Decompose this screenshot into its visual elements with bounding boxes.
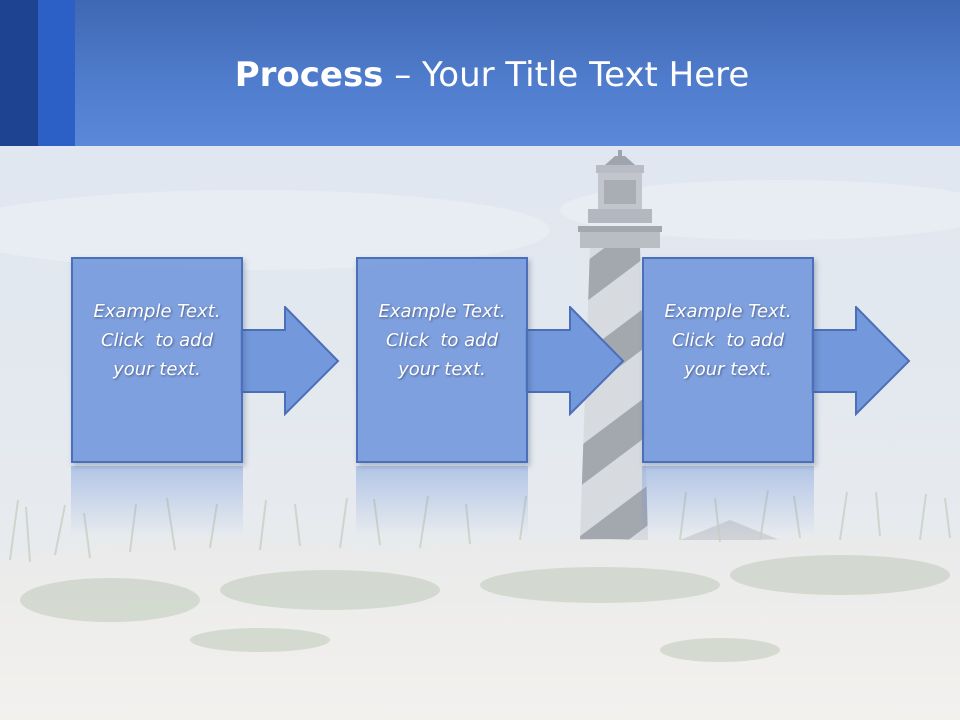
dune-grass: [9, 489, 951, 563]
step-2-reflection: [356, 466, 528, 536]
header-stripe-mid: [38, 0, 75, 146]
slide-title[interactable]: Process – Your Title Text Here: [0, 52, 960, 98]
header-stripe-dark: [0, 0, 38, 146]
step-2-box[interactable]: Example Text. Click to add your text.: [356, 257, 528, 463]
step-3-line1: Example Text.: [664, 300, 792, 322]
step-3-line2: Click to add: [671, 329, 784, 351]
title-bar: [0, 0, 960, 146]
step-3-arrow-icon: [811, 306, 911, 416]
step-1-arrow-icon: [240, 306, 340, 416]
step-1-line1: Example Text.: [93, 300, 221, 322]
slide-title-rest: – Your Title Text Here: [383, 55, 750, 95]
step-1-text: Example Text. Click to add your text.: [93, 297, 220, 384]
step-2-line1: Example Text.: [378, 300, 506, 322]
slide-title-bold: Process: [234, 55, 384, 95]
step-1-box[interactable]: Example Text. Click to add your text.: [71, 257, 243, 463]
step-3-text: Example Text. Click to add your text.: [664, 297, 791, 384]
step-1-reflection: [71, 466, 243, 536]
step-1-line3: your text.: [113, 358, 201, 380]
step-2-arrow-icon: [525, 306, 625, 416]
step-2-text: Example Text. Click to add your text.: [378, 297, 505, 384]
step-3-line3: your text.: [684, 358, 772, 380]
step-1-line2: Click to add: [100, 329, 213, 351]
step-3-reflection: [642, 466, 814, 536]
step-2-line2: Click to add: [385, 329, 498, 351]
step-3-box[interactable]: Example Text. Click to add your text.: [642, 257, 814, 463]
step-2-line3: your text.: [398, 358, 486, 380]
